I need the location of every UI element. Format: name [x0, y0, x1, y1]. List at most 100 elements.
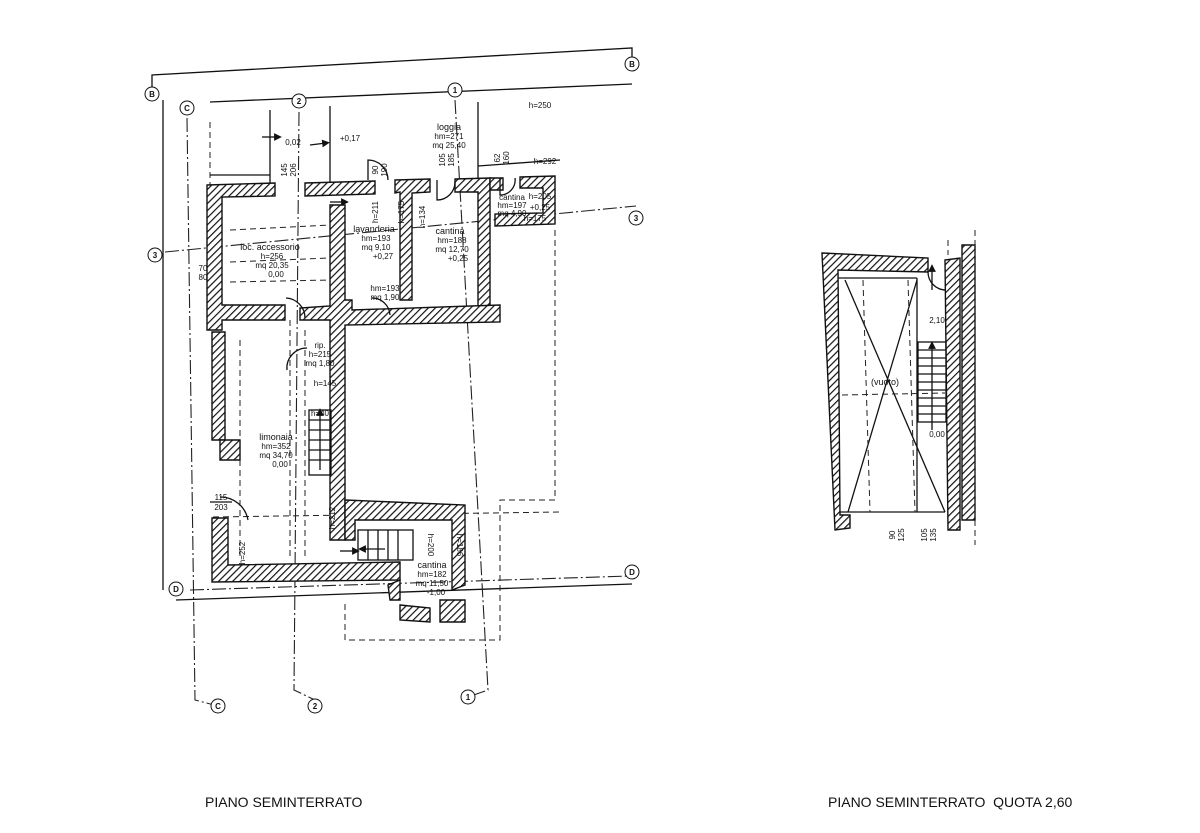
svg-text:B: B — [149, 90, 155, 99]
svg-text:3: 3 — [153, 251, 158, 260]
room-loggia: loggia hm=271 mq 25,40 h=250 h=292 0,02 … — [280, 101, 557, 177]
plan-title-left: PIANO SEMINTERRATO — [205, 794, 363, 810]
svg-text:h=205: h=205 — [529, 192, 552, 201]
void-label: (vuoto) — [871, 377, 899, 387]
svg-text:190: 190 — [380, 163, 389, 177]
svg-text:cantina: cantina — [435, 226, 464, 236]
plan-quota-2-60: (vuoto) 2,10 0,00 90 125 105 135 — [821, 230, 976, 545]
grid-marker-3-right: 3 — [628, 210, 644, 226]
svg-text:h=252: h=252 — [238, 541, 247, 564]
plan-title-right: PIANO SEMINTERRATO QUOTA 2,60 — [828, 794, 1072, 810]
grid-marker-b-left: B — [144, 86, 160, 102]
svg-text:1: 1 — [466, 693, 471, 702]
svg-text:2,10: 2,10 — [929, 316, 945, 325]
svg-text:80: 80 — [199, 273, 208, 282]
grid-marker-c-bottom: C — [210, 698, 226, 714]
svg-text:h=250: h=250 — [529, 101, 552, 110]
room-cantina-1: cantina hm=188 mq 12,70 +0,25 h=175 h=13… — [397, 200, 469, 263]
svg-text:+0,25: +0,25 — [530, 203, 551, 212]
svg-text:h=256: h=256 — [261, 252, 284, 261]
svg-text:3: 3 — [634, 214, 639, 223]
svg-text:mq 9,10: mq 9,10 — [362, 243, 391, 252]
grid-marker-d-right: D — [624, 564, 640, 580]
svg-text:D: D — [173, 585, 179, 594]
svg-text:loggia: loggia — [437, 122, 461, 132]
svg-text:hm=271: hm=271 — [434, 132, 464, 141]
grid-marker-d-left: D — [168, 581, 184, 597]
room-lavanderia: lavanderia hm=193 mq 9,10 +0,27 h=211 hm… — [353, 201, 400, 302]
svg-text:rip.: rip. — [314, 341, 325, 350]
svg-text:160: 160 — [502, 151, 511, 165]
room-limonaia: limonaia hm=352 mq 34,70 0,00 115 203 h=… — [210, 432, 337, 564]
svg-text:70: 70 — [199, 264, 208, 273]
svg-text:mq 12,70: mq 12,70 — [435, 245, 469, 254]
svg-text:h=186: h=186 — [455, 534, 464, 557]
stairs — [262, 133, 414, 561]
svg-text:203: 203 — [214, 503, 228, 512]
room-ripostiglio: rip. h=215 mq 1,80 h=145 h=40 — [306, 341, 337, 418]
grid-marker-b-right: B — [624, 56, 640, 72]
svg-text:hm=193: hm=193 — [361, 234, 391, 243]
svg-text:1: 1 — [453, 86, 458, 95]
svg-text:mq 34,70: mq 34,70 — [259, 451, 293, 460]
grid-marker-1-bottom: 1 — [460, 689, 476, 705]
svg-text:limonaia: limonaia — [259, 432, 293, 442]
svg-text:B: B — [629, 60, 635, 69]
svg-text:h=175: h=175 — [524, 214, 547, 223]
svg-text:206: 206 — [289, 163, 298, 177]
svg-text:h=215: h=215 — [309, 350, 332, 359]
svg-text:h=134: h=134 — [418, 205, 427, 228]
svg-text:h=211: h=211 — [371, 201, 380, 223]
svg-text:hm=352: hm=352 — [261, 442, 291, 451]
void-cross-line — [847, 279, 918, 513]
room-cantina-3: cantina hm=182 mq 11,50 -1,00 h=200 h=18… — [416, 534, 464, 597]
svg-text:mq 1,80: mq 1,80 — [306, 359, 335, 368]
svg-text:h=292: h=292 — [534, 157, 557, 166]
svg-text:90: 90 — [888, 530, 897, 539]
svg-text:h=40: h=40 — [311, 409, 330, 418]
doors — [219, 159, 516, 521]
svg-text:D: D — [629, 568, 635, 577]
grid-markers: B B C C 2 2 1 1 3 3 D D — [144, 56, 644, 714]
svg-text:105: 105 — [438, 153, 447, 167]
svg-text:0,02: 0,02 — [285, 138, 301, 147]
svg-text:mq 25,40: mq 25,40 — [432, 141, 466, 150]
grid-marker-2-bottom: 2 — [307, 698, 323, 714]
svg-text:lavanderia: lavanderia — [353, 224, 395, 234]
svg-text:0,00: 0,00 — [268, 270, 284, 279]
svg-text:cantina: cantina — [417, 560, 446, 570]
upper-stairs — [917, 264, 947, 430]
svg-text:135: 135 — [929, 528, 938, 542]
svg-text:h=212: h=212 — [328, 506, 337, 529]
grid-marker-2-top: 2 — [291, 93, 307, 109]
svg-text:mq 20,35: mq 20,35 — [255, 261, 289, 270]
svg-text:mq 11,50: mq 11,50 — [416, 579, 449, 588]
svg-text:mq 1,90: mq 1,90 — [371, 293, 400, 302]
svg-text:hm=188: hm=188 — [437, 236, 467, 245]
svg-text:h=200: h=200 — [426, 534, 435, 557]
svg-text:145: 145 — [280, 163, 289, 177]
svg-text:hm=182: hm=182 — [417, 570, 447, 579]
svg-text:2: 2 — [313, 702, 318, 711]
svg-text:185: 185 — [447, 153, 456, 167]
room-cantina-2: cantina hm=197 mq 4,90 h=205 +0,25 h=175 — [497, 192, 551, 223]
svg-text:C: C — [184, 104, 190, 113]
walls — [206, 175, 556, 623]
svg-text:2: 2 — [297, 97, 302, 106]
svg-text:0,00: 0,00 — [272, 460, 288, 469]
grid-marker-1-top: 1 — [447, 82, 463, 98]
grid-marker-c-top: C — [179, 100, 195, 116]
svg-text:115: 115 — [215, 493, 228, 502]
room-loc-accessorio: loc. accessorio h=256 mq 20,35 0,00 70 8… — [199, 242, 300, 282]
void-cross-line — [844, 279, 946, 513]
svg-text:90: 90 — [371, 165, 380, 174]
svg-text:loc. accessorio: loc. accessorio — [240, 242, 300, 252]
svg-text:hm=197: hm=197 — [497, 201, 527, 210]
svg-text:+0,25: +0,25 — [448, 254, 469, 263]
svg-text:+0,27: +0,27 — [373, 252, 394, 261]
svg-text:cantina: cantina — [499, 193, 525, 202]
svg-text:mq 4,90: mq 4,90 — [498, 209, 527, 218]
svg-text:h=175: h=175 — [397, 200, 406, 223]
svg-text:125: 125 — [897, 528, 906, 542]
